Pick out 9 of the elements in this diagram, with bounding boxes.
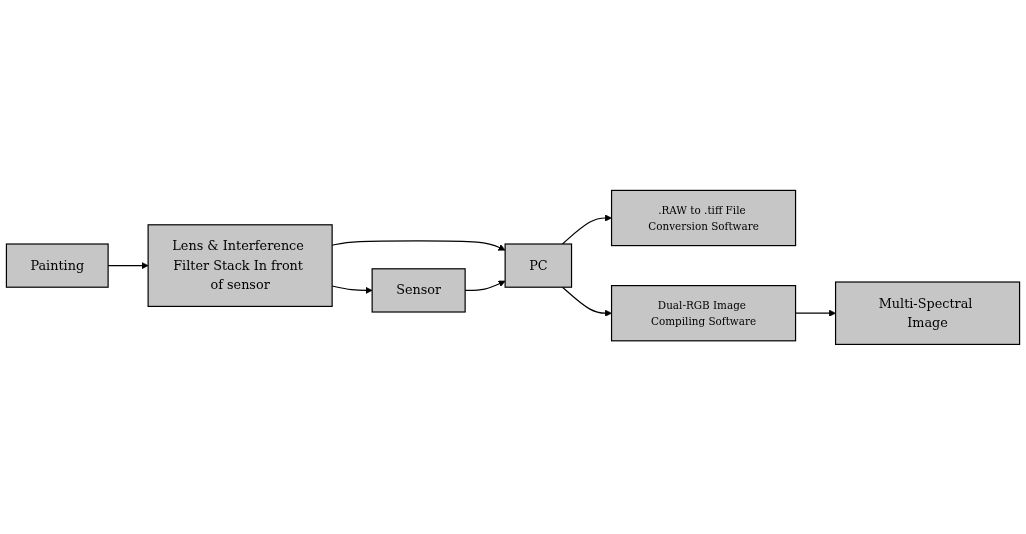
arrow <box>561 214 612 245</box>
node-box: PC <box>504 243 573 288</box>
node-box: .RAW to .tiff File Conversion Software <box>610 189 797 246</box>
node-box: Painting <box>5 243 109 288</box>
arrow <box>561 286 612 317</box>
node-box: Dual-RGB Image Compiling Software <box>610 284 797 341</box>
node-box: Multi-Spectral Image <box>834 281 1021 345</box>
node-box: Sensor <box>371 267 466 313</box>
node-box: Lens & Interference Filter Stack In front of sensor <box>147 223 333 307</box>
